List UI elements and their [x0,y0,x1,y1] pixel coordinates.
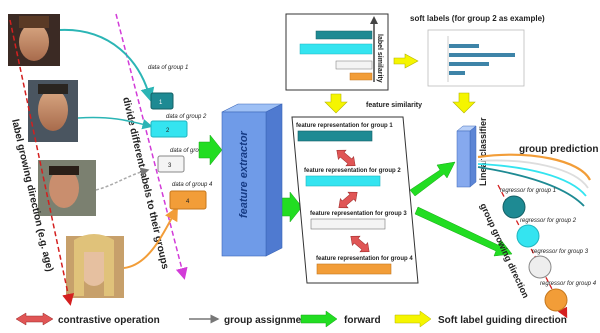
assign-curve-3 [95,167,150,191]
label-direction-arrow [9,19,75,306]
regressor4-label: regressor for group 4 [540,281,597,287]
assign-curve-1 [59,28,155,102]
face-photo-4 [66,234,124,298]
forward-arrow-to-regressors [414,206,513,257]
similarity-axis-head [370,16,378,24]
legend-soft-guide-icon [394,310,432,328]
similarity-bar-1 [315,30,373,40]
linear-classifier-block [456,125,477,188]
label-similarity-text: label similarity [376,34,383,83]
group3-data-label: data of group 3 [170,148,211,154]
rep3-bar [310,218,386,230]
group4-number: 4 [186,199,190,205]
rep1-label: feature representation for group 1 [296,123,393,129]
legend-forward-icon [300,310,338,328]
regressor1-circle [502,195,526,219]
divide-labels-arrow [115,13,188,280]
linear-classifier-label: Linear classifier [478,117,488,186]
regressor1-label: regressor for group 1 [500,188,556,194]
rep1-bar [297,130,373,142]
feature-extractor-block [221,103,283,257]
legend-forward-text: forward [344,315,381,326]
regressor2-circle [516,224,540,248]
soft-labels-title: soft labels (for group 2 as example) [410,14,545,23]
legend-contrastive-text: contrastive operation [58,315,160,326]
group4-box [169,190,207,210]
soft-labels-bars [447,36,515,82]
contrastive-arrow-1 [336,149,356,167]
face-photo-1 [8,14,60,66]
regressor2-label: regressor for group 2 [520,218,577,224]
legend-contrastive-icon [15,312,54,326]
rep4-bar [316,263,392,275]
rep3-label: feature representation for group 3 [310,211,407,217]
group-growing-direction-text: group growing direction [478,202,531,300]
rep2-label: feature representation for group 2 [304,168,401,174]
contrastive-arrow-3 [350,235,370,253]
group1-box [150,92,174,110]
regressor4-circle [544,288,568,312]
guide-arrow-soft-to-similarity [393,53,419,69]
guide-arrow-similarity-down [324,93,348,114]
group-prediction-curves [477,153,591,207]
rep4-label: feature representation for group 4 [316,256,413,262]
group4-data-label: data of group 4 [172,182,213,188]
assign-curve-2 [77,116,153,130]
forward-arrow-to-extractor [198,134,223,166]
group3-box [157,155,185,173]
regressor3-circle [528,255,552,279]
group-prediction-label: group prediction [519,144,598,155]
group1-data-label: data of group 1 [148,65,188,71]
rep2-bar [305,175,381,187]
guide-arrow-soft-down [452,92,476,114]
face-photo-3 [38,160,96,216]
regressor3-label: regressor for group 3 [532,249,589,255]
similarity-bar-4 [349,72,373,81]
similarity-bar-2 [299,43,373,55]
group2-number: 2 [166,128,170,134]
feature-extractor-label: feature extractor [238,130,250,218]
group3-number: 3 [168,163,172,169]
face-photo-2 [28,80,78,142]
legend: contrastive operation group assignment f… [15,310,567,328]
legend-assignment-text: group assignment [224,315,311,326]
group1-number: 1 [159,100,163,106]
contrastive-arrow-2 [338,191,358,209]
forward-arrow-to-classifier [409,161,456,197]
similarity-bar-3 [335,60,373,70]
feature-similarity-label: feature similarity [366,102,422,109]
legend-soft-guide-text: Soft label guiding direction [438,315,567,326]
group2-data-label: data of group 2 [166,114,207,120]
group2-box [150,120,188,138]
assign-curve-4 [123,206,178,269]
soft-labels-chart [427,29,525,87]
